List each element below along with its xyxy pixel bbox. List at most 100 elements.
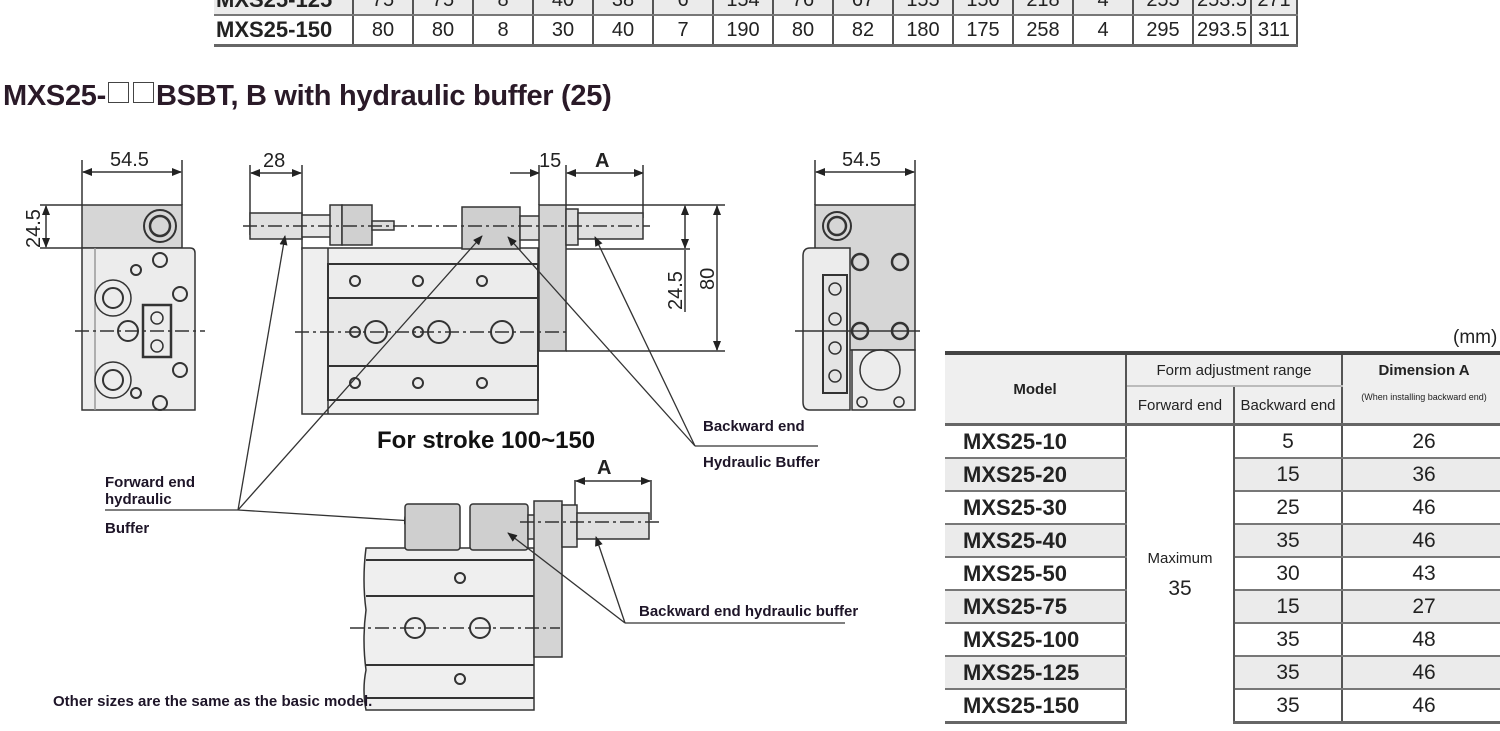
label-backward-bottom: Backward end hydraulic buffer (639, 603, 859, 620)
model-cell: MXS25-75 (945, 590, 1127, 624)
forward-max-value: 35 (1168, 577, 1192, 601)
table-row: MXS25-30 25 46 (945, 491, 1500, 525)
forward-max-label: Maximum (1147, 550, 1213, 568)
model-cell: MXS25-40 (945, 524, 1127, 558)
value-cell: 311 (1250, 15, 1298, 47)
header-dimension-a: Dimension A (1342, 351, 1500, 386)
dim-28: 28 (263, 150, 285, 172)
table-row: MXS25-150 35 46 (945, 689, 1500, 724)
value-cell: 218 (1012, 0, 1074, 16)
model-cell: MXS25-50 (945, 557, 1127, 591)
value-cell: 67 (832, 0, 894, 16)
note-text: Other sizes are the same as the basic mo… (53, 693, 373, 710)
backward-cell: 35 (1234, 656, 1343, 690)
value-cell: 7 (652, 15, 714, 47)
dim-right-width: 54.5 (842, 149, 881, 171)
unit-label: (mm) (1453, 327, 1498, 348)
dim-15: 15 (539, 150, 561, 172)
table-row: MXS25-100 35 48 (945, 623, 1500, 657)
value-cell: 154 (712, 0, 774, 16)
model-cell: MXS25-150 (214, 15, 354, 47)
table-row: MXS25-50 30 43 (945, 557, 1500, 591)
value-cell: 8 (472, 15, 534, 47)
dim-left-width: 54.5 (110, 149, 149, 171)
value-cell: 80 (772, 15, 834, 47)
value-cell: 38 (592, 0, 654, 16)
section-heading: MXS25-BSBT, B with hydraulic buffer (25) (3, 80, 612, 113)
value-cell: 4 (1072, 0, 1134, 16)
model-cell: MXS25-100 (945, 623, 1127, 657)
dim-a-cell: 46 (1342, 656, 1500, 690)
backward-cell: 15 (1234, 458, 1343, 492)
value-cell: 8 (472, 0, 534, 16)
model-cell: MXS25-125 (214, 0, 354, 16)
backward-cell: 25 (1234, 491, 1343, 525)
heading-suffix: BSBT, B with hydraulic buffer (25) (155, 80, 612, 112)
value-cell: 82 (832, 15, 894, 47)
backward-cell: 30 (1234, 557, 1343, 591)
value-cell: 255 (1132, 0, 1194, 16)
value-cell: 293.5 (1192, 15, 1252, 47)
dim-left-height: 24.5 (23, 209, 45, 248)
value-cell: 80 (352, 15, 414, 47)
placeholder-box-icon (132, 82, 154, 103)
label-backward-end-2: Hydraulic Buffer (703, 454, 820, 471)
value-cell: 40 (592, 15, 654, 47)
table-row: MXS25-125 75 75 8 40 38 6 154 76 67 155 … (214, 0, 1298, 16)
dim-a-cell: 48 (1342, 623, 1500, 657)
backward-cell: 35 (1234, 524, 1343, 558)
dim-a-cell: 46 (1342, 491, 1500, 525)
header-form-range: Form adjustment range (1126, 351, 1343, 387)
table-row: MXS25-10 Maximum 35 5 26 (945, 424, 1500, 723)
dim-24-5: 24.5 (665, 271, 687, 310)
dim-a-cell: 26 (1342, 424, 1500, 459)
model-cell: MXS25-30 (945, 491, 1127, 525)
label-forward-end-3: Buffer (105, 520, 150, 537)
value-cell: 175 (952, 15, 1014, 47)
dim-80: 80 (697, 268, 719, 290)
table-row: MXS25-40 35 46 (945, 524, 1500, 558)
dim-a-top: A (595, 150, 609, 172)
table-row: MXS25-75 15 27 (945, 590, 1500, 624)
value-cell: 40 (532, 0, 594, 16)
model-cell: MXS25-150 (945, 689, 1127, 724)
leader-lines (105, 235, 818, 525)
stroke-title: For stroke 100~150 (377, 427, 596, 454)
dim-a-bottom: A (597, 457, 611, 479)
value-cell: 4 (1072, 15, 1134, 47)
stroke-100-150-view (350, 477, 660, 711)
value-cell: 271 (1250, 0, 1298, 16)
value-cell: 155 (892, 0, 954, 16)
backward-cell: 35 (1234, 689, 1343, 724)
label-forward-end-2: hydraulic (105, 491, 172, 508)
dim-a-cell: 43 (1342, 557, 1500, 591)
value-cell: 150 (952, 0, 1014, 16)
value-cell: 258 (1012, 15, 1074, 47)
backward-cell: 35 (1234, 623, 1343, 657)
dim-a-cell: 46 (1342, 524, 1500, 558)
value-cell: 76 (772, 0, 834, 16)
table-row: MXS25-150 80 80 8 30 40 7 190 80 82 180 … (214, 15, 1298, 47)
backward-cell: 5 (1234, 424, 1343, 459)
header-forward-end: Forward end (1126, 386, 1235, 426)
dim-a-cell: 46 (1342, 689, 1500, 724)
technical-drawing: 54.5 24.5 (23, 149, 920, 711)
value-cell: 30 (532, 15, 594, 47)
dimensions-table: MXS25-125 75 75 8 40 38 6 154 76 67 155 … (214, 0, 1298, 47)
right-side-view (795, 160, 920, 411)
label-forward-end-1: Forward end (105, 474, 196, 491)
value-cell: 295 (1132, 15, 1194, 47)
dim-a-cell: 36 (1342, 458, 1500, 492)
header-backward-end: Backward end (1234, 386, 1343, 426)
model-cell: MXS25-10 (945, 424, 1127, 459)
leader-lines-bottom (507, 532, 845, 624)
value-cell: 75 (352, 0, 414, 16)
table-row: MXS25-125 35 46 (945, 656, 1500, 690)
value-cell: 75 (412, 0, 474, 16)
value-cell: 180 (892, 15, 954, 47)
value-cell: 80 (412, 15, 474, 47)
forward-end-cell: Maximum 35 (1126, 424, 1235, 723)
header-dimension-a-note: (When installing backward end) (1342, 386, 1500, 426)
value-cell: 253.5 (1192, 0, 1252, 16)
value-cell: 6 (652, 0, 714, 16)
